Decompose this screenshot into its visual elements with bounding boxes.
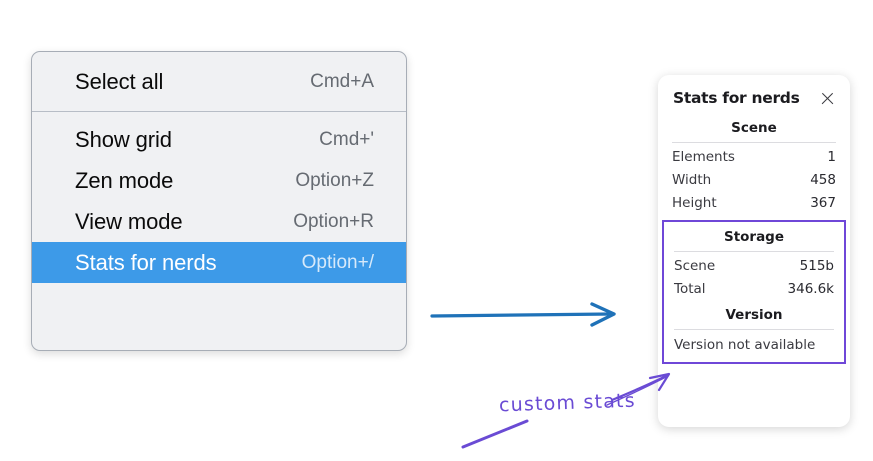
stat-label: Height [672, 194, 717, 211]
stat-value: 515b [799, 257, 834, 274]
menu-item-label: Show grid [75, 126, 172, 152]
menu-item-label: Zen mode [75, 167, 174, 193]
stat-label: Elements [672, 148, 735, 165]
menu-item-select-all[interactable]: Select all Cmd+A [32, 61, 406, 102]
menu-section-top: Select all Cmd+A [32, 52, 406, 111]
menu-item-label: View mode [75, 208, 183, 234]
menu-item-shortcut: Cmd+' [319, 128, 374, 150]
menu-item-show-grid[interactable]: Show grid Cmd+' [32, 119, 406, 160]
stats-for-nerds-panel: Stats for nerds Scene Elements 1 Width 4… [658, 75, 850, 427]
flow-arrow-icon [430, 302, 616, 327]
menu-item-shortcut: Option+Z [295, 169, 374, 191]
menu-section-view: Show grid Cmd+' Zen mode Option+Z View m… [32, 112, 406, 290]
stat-value: 346.6k [787, 280, 834, 297]
panel-body: Scene Elements 1 Width 458 Height 367 St… [658, 113, 850, 364]
stat-label: Width [672, 171, 712, 188]
stat-value: 1 [827, 148, 836, 165]
menu-item-shortcut: Cmd+A [310, 70, 374, 92]
menu-item-shortcut: Option+R [293, 210, 374, 232]
version-note: Version not available [674, 337, 816, 353]
custom-stats-block: Storage Scene 515b Total 346.6k Version … [662, 220, 846, 364]
stat-row-storage-total: Total 346.6k [674, 277, 834, 300]
scene-section-heading: Scene [731, 120, 777, 136]
annotation-callout-text: custom stats [498, 389, 637, 417]
menu-divider [32, 111, 406, 112]
stat-label: Total [674, 280, 706, 297]
menu-item-stats-for-nerds[interactable]: Stats for nerds Option+/ [32, 242, 406, 283]
menu-item-label: Stats for nerds [75, 249, 217, 275]
panel-header: Stats for nerds [658, 75, 850, 113]
stat-label: Scene [674, 257, 716, 274]
close-icon[interactable] [819, 90, 836, 107]
stat-row-width: Width 458 [672, 168, 836, 191]
storage-section-heading: Storage [723, 229, 785, 245]
menu-item-view-mode[interactable]: View mode Option+R [32, 201, 406, 242]
divider [674, 329, 834, 330]
stat-row-elements: Elements 1 [672, 145, 836, 168]
context-menu[interactable]: Select all Cmd+A Show grid Cmd+' Zen mod… [31, 51, 407, 351]
page-title: Stats for nerds [673, 89, 800, 107]
callout-underline-icon [461, 419, 529, 449]
stat-value: 367 [810, 194, 836, 211]
divider [674, 251, 834, 252]
menu-item-zen-mode[interactable]: Zen mode Option+Z [32, 160, 406, 201]
stat-row-storage-scene: Scene 515b [674, 254, 834, 277]
version-section-heading: Version [725, 307, 783, 323]
menu-item-shortcut: Option+/ [301, 251, 374, 273]
stat-row-height: Height 367 [672, 191, 836, 214]
divider [672, 142, 836, 143]
menu-item-label: Select all [75, 68, 164, 94]
stat-value: 458 [810, 171, 836, 188]
